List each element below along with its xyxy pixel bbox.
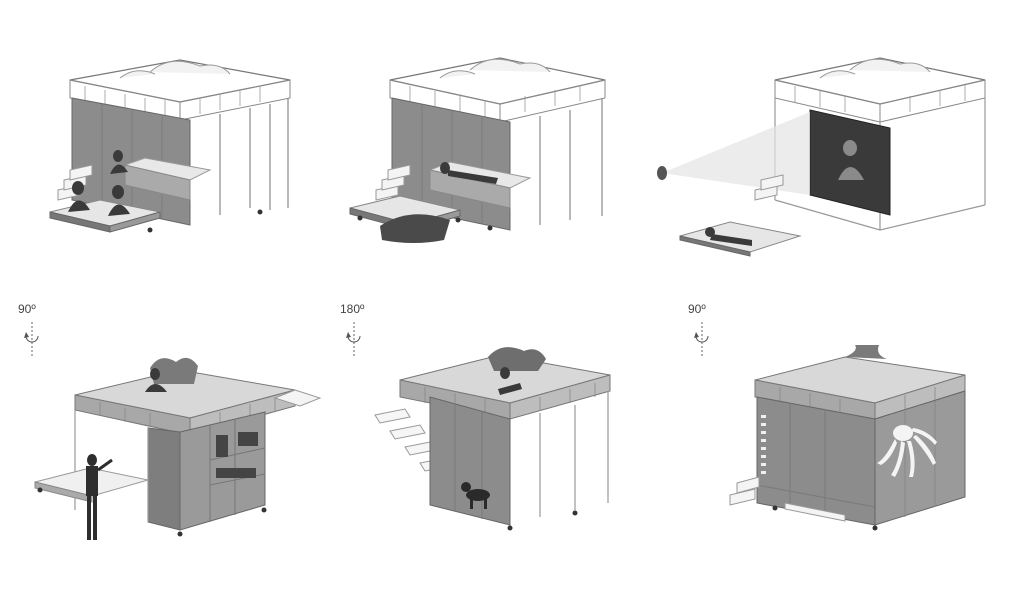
- projector-lens-icon: [657, 166, 667, 180]
- panel-wardrobe-side: [30, 340, 330, 555]
- rotation-arrow-icon: [692, 322, 712, 358]
- rotation-label-90-left: 90º: [18, 302, 36, 316]
- panel-lounge-mode: [40, 40, 310, 250]
- bed-unit-wardrobe-drawing: [34, 357, 322, 540]
- panel-sleep-mode: [340, 40, 620, 255]
- person-figure: [86, 454, 113, 540]
- projector-beam: [662, 112, 810, 195]
- bed-unit-sleep-drawing: [349, 57, 606, 243]
- rotation-label-90-right: 90º: [688, 302, 706, 316]
- projection-screen: [809, 109, 891, 216]
- rotation-arrow-icon: [344, 322, 364, 358]
- bed-unit-lounge-drawing: [49, 59, 291, 233]
- rotation-label-180: 180º: [340, 302, 365, 316]
- rotation-arrow-icon: [22, 322, 42, 358]
- bed-unit-stairs-drawing: [374, 347, 611, 531]
- octopus-graphic-icon: [877, 425, 937, 477]
- bed-unit-cinema-drawing: [657, 57, 986, 257]
- panel-cinema-mode: [650, 40, 990, 260]
- bed-unit-closed-drawing: [729, 345, 966, 531]
- dog-figure: [461, 482, 490, 509]
- panel-closed-side: [725, 345, 975, 535]
- panel-staircase-side: [370, 345, 630, 535]
